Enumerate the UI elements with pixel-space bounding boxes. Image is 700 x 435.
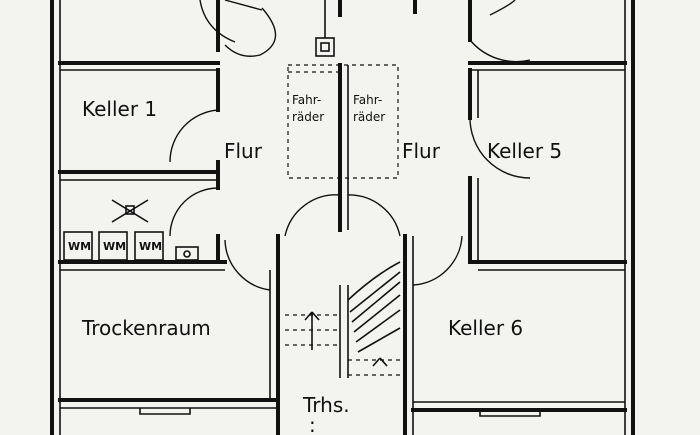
- room-laundry: WM WM WM: [58, 178, 227, 271]
- room-label-keller-6: Keller 6: [448, 316, 523, 340]
- bike-label-right-2: räder: [353, 110, 385, 124]
- bike-label-right-1: Fahr-: [353, 93, 382, 107]
- outer-walls: [50, 0, 635, 435]
- stairwell: Trhs. :: [284, 194, 401, 435]
- bike-label-left-2: räder: [292, 110, 324, 124]
- washing-machine-3: WM: [134, 231, 164, 261]
- bike-label-left-1: Fahr-: [292, 93, 321, 107]
- room-trockenraum: Trockenraum: [58, 234, 280, 435]
- top-room-walls: [58, 0, 627, 71]
- washing-machine-2: WM: [98, 231, 128, 261]
- room-label-keller-1: Keller 1: [82, 97, 157, 121]
- room-keller-1: Keller 1: [58, 68, 220, 182]
- room-label-keller-5: Keller 5: [487, 139, 562, 163]
- room-label-treppenhaus: Trhs.: [302, 393, 350, 417]
- room-label-trockenraum: Trockenraum: [81, 316, 211, 340]
- room-label-flur-right: Flur: [402, 139, 441, 163]
- sink-icon: [175, 246, 199, 261]
- wm-label: WM: [139, 240, 162, 253]
- room-label-flur-left: Flur: [224, 139, 263, 163]
- wm-label: WM: [103, 240, 126, 253]
- washing-machine-1: WM: [63, 231, 93, 261]
- room-keller-5: Keller 5: [468, 68, 627, 271]
- room-keller-6: Keller 6: [403, 234, 627, 435]
- stair-marker: :: [309, 413, 316, 435]
- wm-label: WM: [68, 240, 91, 253]
- bike-storage: Fahr- räder Fahr- räder: [287, 63, 399, 232]
